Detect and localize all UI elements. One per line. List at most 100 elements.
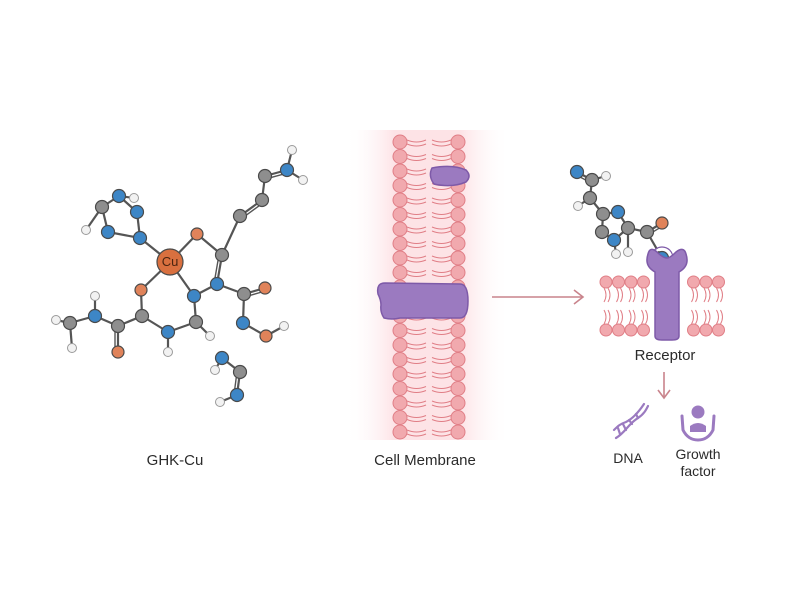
c-atom	[110, 318, 126, 334]
lipid-head	[450, 221, 466, 237]
membrane-label: Cell Membrane	[374, 452, 476, 469]
lipid-tail	[406, 400, 427, 404]
c-atom	[232, 364, 248, 380]
lipid-tail	[406, 414, 427, 419]
lipid-tail	[406, 389, 427, 394]
lipid-tail	[431, 226, 452, 230]
lipid-tail	[406, 211, 427, 216]
n-atom	[111, 188, 127, 204]
lipid-head	[637, 275, 650, 289]
lipid-tail	[620, 287, 623, 303]
c-atom	[236, 286, 252, 302]
n-atom	[129, 204, 145, 220]
lipid-head	[450, 250, 466, 266]
lipid-head	[392, 366, 408, 382]
lipid-tail	[632, 287, 636, 303]
lipid-head	[450, 395, 466, 411]
h-atom	[623, 247, 633, 257]
n-atom	[235, 315, 251, 331]
lipid-tail	[406, 157, 427, 162]
c-atom	[232, 208, 248, 224]
n-atom	[132, 230, 148, 246]
lipid-tail	[406, 172, 427, 176]
lipid-tail	[603, 309, 607, 325]
lipid-tail	[695, 287, 698, 303]
lipid-head	[392, 163, 408, 179]
c-atom	[188, 314, 204, 330]
lipid-tail	[431, 211, 452, 216]
c-atom	[62, 315, 78, 331]
lipid-head	[450, 424, 466, 440]
lipid-tail	[645, 287, 648, 303]
lipid-tail	[406, 240, 427, 245]
lipid-tail	[691, 309, 694, 325]
dna-helix-icon	[612, 402, 650, 440]
lipid-head	[392, 192, 408, 208]
h-atom	[51, 315, 61, 325]
lipid-tail	[431, 404, 452, 408]
copper-atom-label: Cu	[162, 254, 179, 269]
lipid-tail	[716, 287, 719, 303]
lipid-head	[450, 410, 466, 425]
lipid-head	[450, 192, 466, 208]
lipid-tail	[695, 309, 698, 325]
lipid-head	[712, 323, 725, 337]
h-atom	[287, 145, 297, 155]
lipid-head	[450, 352, 466, 367]
lipid-head	[392, 207, 408, 222]
bound-ghk-molecule	[569, 164, 674, 270]
lipid-tail	[431, 244, 452, 249]
cu-atom	[156, 248, 184, 276]
lipid-tail	[406, 255, 427, 259]
lipid-tail	[707, 287, 711, 303]
lipid-tail	[406, 356, 427, 361]
lipid-tail	[406, 244, 427, 249]
n-atom	[87, 308, 103, 324]
lipid-tail	[406, 404, 427, 408]
lipid-tail	[431, 157, 452, 162]
lipid-head	[392, 236, 408, 251]
lipid-tail	[645, 309, 648, 325]
c-atom	[639, 224, 655, 240]
lipid-tail	[431, 389, 452, 394]
lipid-head	[624, 323, 638, 337]
c-atom	[584, 172, 600, 188]
lipid-head	[450, 337, 466, 353]
h-atom	[298, 175, 308, 185]
lipid-tail	[406, 273, 427, 278]
lipid-head	[699, 323, 713, 337]
lipid-tail	[431, 331, 452, 336]
lipid-tail	[406, 201, 427, 205]
lipid-tail	[406, 346, 427, 350]
lipid-head	[450, 207, 466, 222]
h-atom	[215, 397, 225, 407]
lipid-tail	[431, 139, 452, 143]
o-atom	[259, 329, 273, 343]
lipid-tail	[431, 346, 452, 350]
lipid-head	[450, 323, 466, 338]
lipid-tail	[431, 429, 452, 433]
membrane-peripheral-protein	[429, 165, 470, 187]
h-atom	[205, 331, 215, 341]
lipid-tail	[431, 197, 452, 201]
lipid-head	[392, 221, 408, 237]
receptor-bilayer	[599, 275, 725, 337]
growth-factor-label: Growth factor	[675, 446, 721, 479]
lipid-tail	[431, 255, 452, 259]
h-atom	[279, 321, 289, 331]
lipid-head	[392, 337, 408, 353]
lipid-tail	[406, 331, 427, 336]
lipid-tail	[431, 360, 452, 365]
lipid-tail	[707, 309, 711, 325]
c-atom	[594, 224, 610, 240]
lipid-tail	[431, 240, 452, 245]
lipid-head	[392, 381, 408, 396]
lipid-tail	[406, 153, 427, 158]
n-atom	[214, 350, 230, 366]
lipid-tail	[607, 287, 611, 303]
lipid-tail	[406, 226, 427, 230]
lipid-tail	[620, 309, 623, 325]
c-atom	[94, 199, 110, 215]
lipid-tail	[431, 230, 452, 234]
lipid-head	[699, 275, 713, 289]
